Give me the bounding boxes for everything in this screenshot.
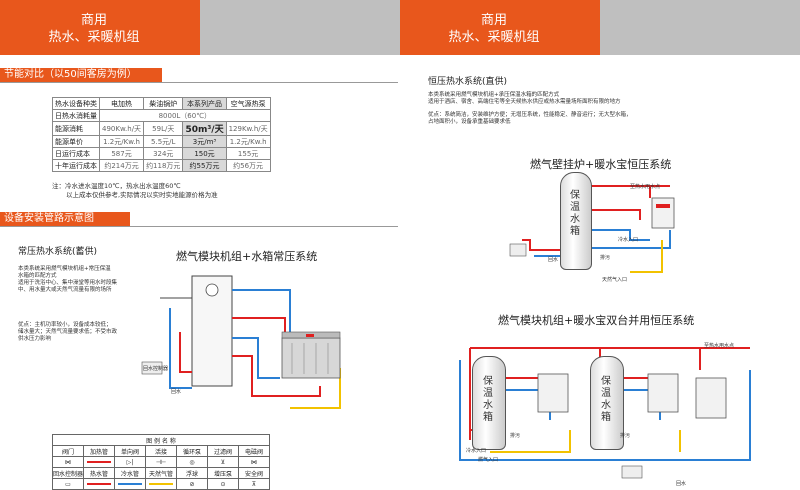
pump-box	[621, 465, 643, 479]
hot-pipe-icon	[83, 478, 115, 490]
d2-gas-in-label: 天然气入口	[602, 277, 628, 283]
hot-water-pipe	[590, 185, 670, 198]
safety-valve-icon: ⊼	[238, 478, 270, 490]
gas-module-unit-3	[695, 377, 727, 419]
diagram2-title: 燃气壁挂炉+暖水宝恒压系统	[530, 158, 672, 171]
return-controller-icon: ▭	[52, 478, 84, 490]
gas-pipe	[290, 368, 341, 409]
gas-pipe-icon	[145, 478, 177, 490]
diagram2-pipes	[509, 185, 675, 273]
controller-label: 回水控制器	[143, 366, 169, 372]
union-icon: ⊣⊢	[145, 456, 177, 468]
table-header-row: 热水设备种类 电加热 柴油锅炉 本系列产品 空气源热泵	[52, 97, 271, 110]
d3-gas-in-label: 燃气入口	[478, 457, 499, 463]
gas-module-unit	[281, 331, 341, 379]
cold-pipe-icon	[114, 478, 146, 490]
cold-water-pipe	[500, 389, 661, 420]
booster-pump-icon: ⊙	[207, 478, 239, 490]
pump-box	[509, 243, 527, 257]
right-system-desc: 本类系统采用燃气模块机组+承压保温水箱的匹配方式 适用于酒店、宿舍、高端住宅等全…	[428, 92, 621, 105]
d2-return-label: 回水	[548, 257, 559, 263]
hot-water-pipe	[522, 239, 560, 251]
gas-pipe	[490, 430, 681, 453]
right-header-gray	[600, 0, 800, 55]
return-controller-box	[141, 361, 163, 375]
d3-to-point-label: 至热水用水点	[704, 343, 735, 349]
diagram3-tank-2	[590, 356, 624, 450]
right-system-title: 恒压热水系统(直供)	[428, 77, 508, 87]
legend-row: 阀门 加热管 单向阀 活接 循环泵 过滤阀 电磁阀	[52, 445, 270, 457]
table-row: 日运行成本 587元 324元 150元 155元	[52, 147, 271, 160]
left-header-title: 商用 热水、采暖机组	[48, 13, 140, 45]
right-header-orange	[400, 0, 600, 55]
filter-valve-icon: ⊻	[207, 456, 239, 468]
cold-water-pipe	[169, 308, 192, 389]
gas-module-unit-2	[647, 373, 679, 413]
hot-water-pipe	[232, 355, 321, 397]
table-row: 能源消耗 490Kw.h/天 59L/天 50m³/天 129Kw.h/天	[52, 121, 271, 136]
table-row: 日热水消耗量 8000L（60℃）	[52, 109, 271, 122]
heating-pipe-icon	[83, 456, 115, 468]
legend-title-row: 图 例 名 称	[52, 434, 270, 446]
gas-pipe	[630, 240, 663, 273]
legend-symbol-row: ⋈ ▷| ⊣⊢ ◎ ⊻ ⋈	[52, 456, 270, 468]
section-install-title: 设备安装管路示意图	[0, 212, 130, 226]
table-row: 十年运行成本 约214万元 约118万元 约55万元 约56万元	[52, 159, 271, 172]
float-ball-icon	[205, 283, 219, 297]
diagram3-tank2-label: 保 温 水 箱	[601, 376, 611, 423]
table-row: 能源单价 1.2元/Kw.h 5.5元/L 3元/m³ 1.2元/Kw.h	[52, 135, 271, 148]
solenoid-valve-icon: ⋈	[238, 456, 270, 468]
cold-water-pipe	[590, 230, 671, 249]
diagram2-tank	[560, 172, 592, 270]
legend-table: 图 例 名 称 阀门 加热管 单向阀 活接 循环泵 过滤阀 电磁阀 ⋈ ▷| ⊣…	[52, 434, 270, 490]
left-header-orange	[0, 0, 200, 55]
cold-water-pipe	[232, 289, 291, 348]
left-diagram-title: 燃气模块机组+水箱常压系统	[176, 250, 318, 263]
check-valve-icon: ▷|	[114, 456, 146, 468]
cold-water-pipe	[459, 360, 751, 461]
right-system-advantages: 优点：系统简洁，安装维护方便；无增压系统，性能稳定、静音运行；无大型水箱， 占地…	[428, 112, 632, 125]
diagram3-tank-1	[472, 356, 506, 450]
d3-drain-label-2: 排污	[620, 433, 631, 439]
left-system-desc: 本类系统采用燃气模块机组+常压保温 水箱的匹配方式 适用于洗浴中心、集中澡堂等用…	[18, 266, 118, 293]
legend-row: 回水控制器 热水管 冷水管 天然气管 浮球 增压泵 安全阀	[52, 467, 270, 479]
d3-drain-label: 排污	[510, 433, 521, 439]
left-system-title: 常压热水系统(蓄供)	[18, 247, 98, 257]
cold-water-pipe	[590, 229, 650, 241]
diagram3-tank1-label: 保 温 水 箱	[483, 376, 493, 423]
d3-return-label: 回水	[676, 481, 687, 487]
hot-water-pipe	[590, 209, 641, 220]
wall-boiler-unit	[651, 197, 675, 229]
circulation-pump-icon: ◎	[176, 456, 208, 468]
hot-water-pipe	[179, 332, 192, 373]
section-energy-title: 节能对比（以50间客房为例）	[0, 68, 162, 82]
d2-to-point-label: 至热水用水点	[630, 184, 661, 190]
legend-symbol-row: ▭ ⊘ ⊙ ⊼	[52, 478, 270, 490]
left-header-gray	[200, 0, 400, 55]
cold-water-pipe	[232, 337, 280, 379]
right-header-title: 商用 热水、采暖机组	[448, 13, 540, 45]
table-note: 注：冷水进水温度10℃，热水出水温度60℃ 以上成本仅供参考,实际情况以实时实地…	[52, 182, 218, 199]
energy-comparison-table: 热水设备种类 电加热 柴油锅炉 本系列产品 空气源热泵 日热水消耗量 8000L…	[52, 97, 271, 172]
diagram2-tank-label: 保 温 水 箱	[570, 190, 580, 237]
section-divider	[0, 226, 398, 227]
valve-icon: ⋈	[52, 456, 84, 468]
left-system-advantages: 优点：主机功率较小，设备成本较低； 储水量大；天然气流量要求低；不受市政 供水压…	[18, 322, 118, 342]
d2-cold-in-label: 冷水入口	[618, 237, 639, 243]
diagram3-title: 燃气模块机组+暖水宝双台并用恒压系统	[498, 314, 695, 327]
section-divider	[0, 82, 398, 83]
gas-module-unit-1	[537, 373, 569, 413]
return-label: 回水	[171, 389, 182, 395]
left-pipe-diagram	[141, 275, 341, 409]
d3-cold-in-label: 冷水入口	[466, 448, 487, 454]
float-ball-icon: ⊘	[176, 478, 208, 490]
d2-drain-label: 排污	[600, 255, 611, 261]
